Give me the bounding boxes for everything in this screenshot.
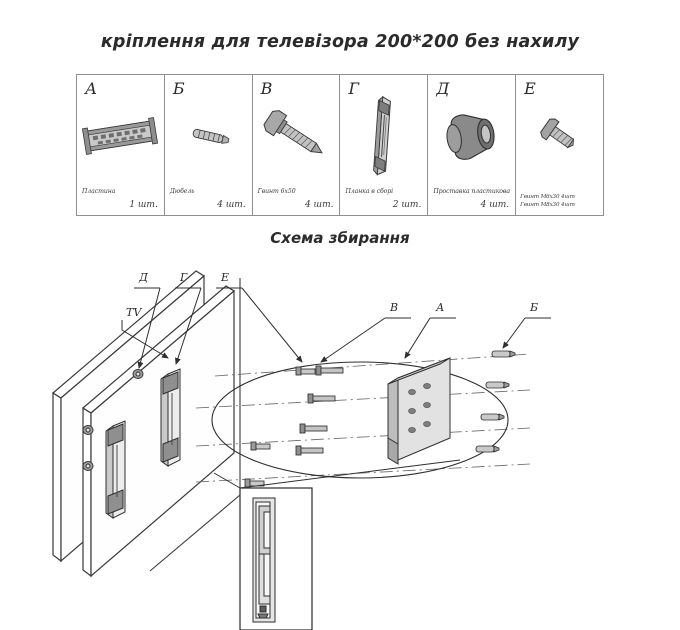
part-qty: 4 шт. [304, 200, 334, 210]
part-cell-g: Г Планка в сборі 2 шт. [340, 75, 429, 215]
bolt-e-group-left [244, 366, 316, 488]
assembly-axis-lines [195, 353, 531, 483]
callout-b: Б [502, 301, 551, 349]
part-cell-v: В Гвинт 6х [253, 75, 341, 215]
rail-bracket-left-2 [105, 420, 126, 519]
part-name: Проставка пластикова [433, 188, 511, 195]
part-name: Гвинт 6х50 [257, 188, 296, 195]
callout-label-d: Д [138, 271, 149, 284]
spacer-d-3 [82, 461, 94, 471]
part-letter: Г [348, 79, 360, 98]
wall-plate-a [387, 357, 451, 465]
part-cell-e: Е Гвинт М6х30 4шт Гвинт М8х30 4шт [516, 75, 603, 215]
part-letter: Е [524, 79, 536, 98]
page-title: кріплення для телевізора 200*200 без нах… [100, 32, 580, 52]
callout-label-b: Б [529, 301, 538, 314]
part-qty: 4 шт. [480, 200, 510, 210]
rail-bracket-icon [340, 95, 427, 176]
screw-v-group [295, 365, 344, 456]
tv-callout: TV [121, 306, 169, 359]
detail-ellipse [211, 361, 509, 479]
mounting-plate-icon [77, 101, 164, 171]
callout-label-e: Е [220, 271, 229, 284]
part-letter: Б [172, 79, 185, 98]
callout-v: В [320, 301, 411, 363]
part-name-line-1: Гвинт М6х30 4шт [520, 194, 575, 200]
hex-screw-icon [253, 101, 340, 171]
callout-d: Д [134, 271, 161, 369]
part-qty: 2 шт. [392, 200, 422, 210]
part-name: Дюбель [169, 188, 195, 195]
detail-leader-lines [213, 459, 461, 489]
dowel-b-group [475, 350, 516, 453]
part-name: Планка в сборі [345, 188, 394, 195]
part-cell-a: А [77, 75, 165, 215]
scheme-heading: Схема збирання [270, 229, 410, 247]
part-letter: В [260, 79, 273, 98]
detail-box [239, 487, 313, 630]
part-name: Пластина [82, 188, 116, 195]
part-cell-d: Д Проставка пластикова 4 шт. [428, 75, 517, 215]
parts-table: А [76, 74, 604, 216]
assembly-diagram: TV [0, 248, 680, 630]
part-name-lines: Гвинт М6х30 4шт Гвинт М8х30 4шт [520, 193, 575, 209]
small-bolt-icon [516, 101, 603, 171]
part-qty: 4 шт. [217, 200, 246, 210]
spacer-d-2 [82, 425, 94, 435]
callout-e: Е [216, 271, 303, 363]
callout-g: Г [175, 271, 202, 365]
part-letter: Д [436, 79, 450, 98]
callout-a: А [404, 301, 456, 359]
part-qty: 1 шт. [129, 200, 158, 210]
callout-label-v: В [389, 301, 398, 314]
part-letter: А [85, 79, 98, 98]
dowel-icon [165, 101, 252, 171]
callout-label-a: А [435, 301, 444, 314]
spacer-d-1 [132, 369, 144, 379]
part-cell-b: Б Дюбель 4 шт. [165, 75, 253, 215]
plastic-spacer-icon [428, 101, 515, 171]
rail-bracket-left-1 [160, 368, 181, 467]
part-name-line-2: Гвинт М8х30 4шт [520, 202, 575, 208]
tv-label: TV [126, 306, 142, 319]
callout-label-g: Г [179, 271, 188, 284]
